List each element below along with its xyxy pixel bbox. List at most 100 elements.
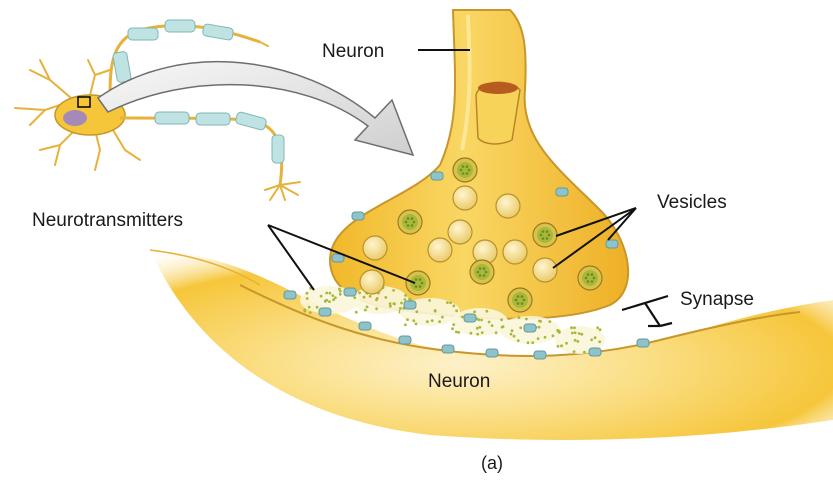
transmitter-dot (332, 298, 335, 302)
membrane-protein (555, 187, 569, 197)
transmitter-dot (475, 326, 479, 330)
transmitter-dot (461, 165, 465, 168)
membrane-protein (351, 211, 365, 221)
transmitter-dot (539, 320, 542, 323)
transmitter-dot (570, 326, 573, 330)
transmitter-dot (404, 294, 407, 297)
vesicle-empty (359, 269, 385, 295)
transmitter-leader-2 (267, 224, 416, 284)
transmitter-dot (384, 296, 388, 299)
figure-caption: (a) (481, 453, 503, 473)
label-neuron-top: Neuron (322, 41, 385, 62)
transmitter-dot (583, 350, 586, 354)
membrane-protein (523, 323, 537, 333)
transmitter-dot (400, 301, 403, 305)
transmitter-dot (410, 224, 414, 227)
transmitter-dot (577, 332, 581, 335)
transmitter-dot (362, 295, 366, 299)
transmitter-dot (406, 224, 410, 227)
transmitter-dot (375, 297, 379, 300)
transmitter-dot (593, 336, 597, 340)
label-synapse: Synapse (680, 289, 754, 310)
membrane-protein (403, 300, 417, 310)
transmitter-dot (548, 320, 552, 323)
transmitter-dot (451, 327, 454, 331)
transmitter-dot (539, 233, 543, 237)
vesicle-empty (447, 219, 473, 245)
transmitter-dot (482, 267, 486, 270)
vesicle-core (474, 264, 490, 280)
transmitter-dot (590, 338, 593, 342)
transmitter-dot (389, 304, 392, 308)
transmitter-dot (519, 326, 523, 330)
transmitter-dot (586, 273, 590, 276)
transmitter-dot (323, 299, 327, 303)
transmitter-dot (455, 309, 458, 313)
label-neurotransmitters: Neurotransmitters (32, 210, 183, 231)
transmitter-dot (461, 315, 464, 319)
transmitter-dot (414, 322, 418, 326)
transmitter-dot (541, 237, 545, 240)
transmitter-dot (465, 172, 469, 175)
vesicle-core (582, 270, 598, 286)
transmitter-dot (449, 301, 452, 305)
transmitter-dot (354, 310, 358, 314)
transmitter-dot (590, 280, 594, 283)
transmitter-dot (358, 291, 361, 295)
transmitter-dot (516, 295, 520, 298)
transmitter-dot (531, 341, 535, 345)
neuron-overview (14, 19, 301, 201)
transmitter-dot (545, 237, 549, 240)
transmitter-dot (331, 294, 335, 297)
membrane-protein (430, 171, 444, 181)
transmitter-dot (469, 331, 473, 335)
transmitter-dot (404, 220, 408, 224)
transmitter-dot (452, 304, 456, 308)
synapse-bracket-icon (612, 295, 672, 340)
transmitter-dot (459, 168, 463, 172)
transmitter-dot (446, 301, 449, 304)
transmitter-dot (461, 172, 465, 175)
neurotransmitter-release (300, 286, 605, 354)
transmitter-dot (305, 297, 309, 300)
transmitter-dot (580, 332, 584, 336)
transmitter-dot (328, 300, 331, 303)
transmitter-dot (388, 302, 392, 306)
vesicle-empty (502, 239, 528, 265)
membrane-protein (605, 239, 619, 249)
transmitter-dot (465, 165, 469, 168)
transmitter-dot (545, 230, 549, 233)
transmitter-dot (547, 233, 551, 237)
transmitter-dot (484, 270, 488, 274)
transmitter-dot (392, 302, 396, 305)
transmitter-dot (543, 335, 547, 339)
membrane-protein (358, 321, 372, 331)
transmitter-dot (410, 217, 414, 220)
transmitter-dot (338, 287, 341, 291)
transmitter-dot (467, 168, 471, 172)
transmitter-dot (392, 289, 395, 292)
vesicle-empty (452, 185, 478, 211)
transmitter-dot (307, 305, 311, 309)
vesicle-core (457, 162, 473, 178)
transmitter-dot (414, 278, 418, 281)
transmitter-dot (565, 341, 568, 345)
transmitter-dot (408, 297, 412, 301)
transmitter-dot (509, 332, 513, 336)
transmitter-dot (441, 315, 444, 319)
membrane-protein (318, 307, 332, 317)
transmitter-dot (520, 295, 524, 298)
transmitter-dot (418, 285, 422, 288)
label-neuron-bottom: Neuron (428, 371, 491, 392)
transmitter-dot (420, 281, 424, 285)
transmitter-dot (592, 276, 596, 280)
transmitter-dot (494, 331, 498, 335)
membrane-protein (485, 348, 499, 358)
membrane-protein (588, 347, 602, 357)
vesicle-leader-2 (552, 207, 637, 269)
transmitter-dot (573, 338, 577, 342)
transmitter-dot (590, 273, 594, 276)
transmitter-dot (418, 278, 422, 281)
transmitter-dot (526, 341, 530, 345)
